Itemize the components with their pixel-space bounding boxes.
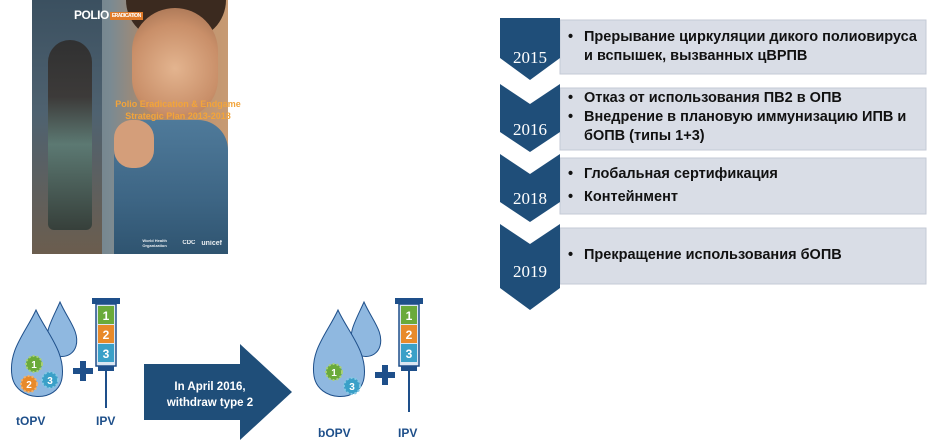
timeline-item: •Контейнмент — [568, 189, 678, 205]
chevron-2019 — [500, 224, 560, 310]
timeline-item: •Прерывание циркуляции дикого полиовирус… — [568, 29, 917, 64]
virus-type1-icon — [25, 355, 43, 373]
syringe-number: 1 — [406, 309, 413, 323]
syringe-number: 3 — [406, 347, 413, 361]
syringe-type2-segment-right — [401, 325, 417, 343]
cover-child-hand — [114, 120, 154, 168]
timeline-box-2016 — [559, 87, 927, 151]
syringe-number: 2 — [103, 328, 110, 342]
timeline-box-2018 — [559, 157, 927, 215]
drop-small-right — [350, 300, 382, 357]
cover-title: Polio Eradication & Endgame Strategic Pl… — [115, 99, 241, 121]
ipv-label-right: IPV — [398, 426, 418, 440]
timeline-item: •Отказ от использования ПВ2 в ОПВ — [568, 90, 842, 106]
chevron-2018 — [500, 154, 560, 222]
plus-icon-left-vertical — [80, 361, 86, 381]
bopv-label: bOPV — [318, 426, 351, 440]
topv-label: tOPV — [16, 414, 46, 428]
virus-type3-number: 3 — [47, 376, 53, 387]
virus-type1-number: 1 — [331, 368, 337, 379]
timeline-step-2016: •Отказ от использования ПВ2 в ОПВ •Внедр… — [568, 89, 928, 146]
timeline-box-2019 — [559, 227, 927, 285]
syringe-type2-segment-left — [98, 325, 114, 343]
syringe-base-right — [401, 366, 417, 371]
syringe-base-left — [98, 366, 114, 371]
plus-icon-right-vertical — [382, 365, 388, 385]
syringe-cap-left — [92, 298, 120, 304]
unicef-logo: unicef — [201, 239, 222, 247]
timeline-box-2015 — [559, 19, 927, 75]
syringe-number: 1 — [103, 309, 110, 323]
drop-large-right — [312, 308, 365, 397]
syringe-type1-segment-right — [401, 306, 417, 324]
virus-type1-icon — [325, 363, 343, 381]
timeline-step-2015: •Прерывание циркуляции дикого полиовирус… — [568, 28, 928, 66]
year-2018: 2018 — [513, 189, 547, 208]
chevron-2016 — [500, 84, 560, 152]
year-2019: 2019 — [513, 262, 547, 281]
timeline-step-2018: •Глобальная сертификация •Контейнмент — [568, 165, 928, 207]
year-2015: 2015 — [513, 48, 547, 67]
syringe-type1-segment-left — [98, 306, 114, 324]
cdc-logo: CDC — [182, 240, 196, 246]
virus-type3-icon — [343, 377, 361, 395]
withdraw-arrow — [144, 344, 292, 440]
timeline-step-2019: •Прекращение использования бОПВ — [568, 246, 928, 265]
cover-child-face — [132, 8, 218, 118]
timeline-item: •Внедрение в плановую иммунизацию ИПВ и … — [568, 109, 907, 144]
syringe-number: 3 — [103, 347, 110, 361]
chevron-2015 — [500, 18, 560, 80]
syringe-cap-right — [395, 298, 423, 304]
cover-woman-figure — [48, 40, 92, 230]
virus-type3-number: 3 — [349, 382, 355, 393]
year-2016: 2016 — [513, 120, 547, 139]
withdraw-arrow-label: In April 2016, withdraw type 2 — [166, 381, 254, 409]
syringe-type3-segment-right — [401, 344, 417, 362]
virus-type2-number: 2 — [26, 380, 32, 391]
virus-type1-number: 1 — [31, 360, 37, 371]
timeline-item: •Прекращение использования бОПВ — [568, 247, 842, 263]
cover-footer-logos: World Health Organization CDC unicef — [32, 232, 228, 254]
virus-type2-icon — [20, 375, 38, 393]
who-logo: World Health Organization — [142, 238, 167, 248]
syringe-type3-segment-left — [98, 344, 114, 362]
syringe-number: 2 — [406, 328, 413, 342]
timeline-item: •Глобальная сертификация — [568, 166, 778, 182]
ipv-label-left: IPV — [96, 414, 116, 428]
virus-type3-icon — [41, 371, 59, 389]
